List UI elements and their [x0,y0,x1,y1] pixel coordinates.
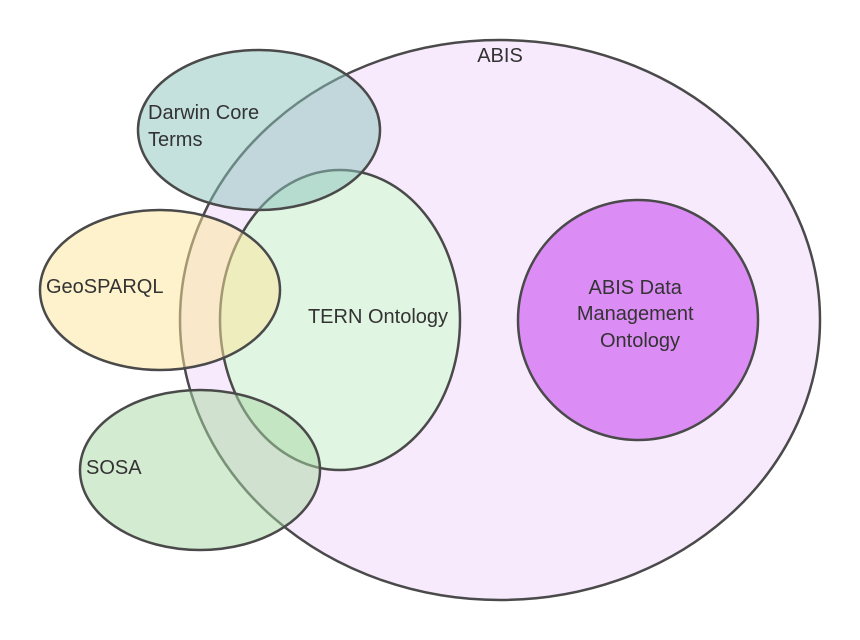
geosparql-set [38,208,282,372]
geosparql-label: GeoSPARQL [46,276,163,298]
abis-data-management-ontology-set [516,198,760,442]
darwin-core-terms-label: Darwin Core Terms [148,102,265,151]
darwin-core-terms-set [136,48,382,212]
sosa-label: SOSA [86,457,142,479]
sosa-set [78,388,322,552]
tern-ontology-label: TERN Ontology [308,306,448,328]
abis-data-management-ontology-label: ABIS Data Management Ontology [577,277,699,352]
abis-label: ABIS [477,45,523,67]
